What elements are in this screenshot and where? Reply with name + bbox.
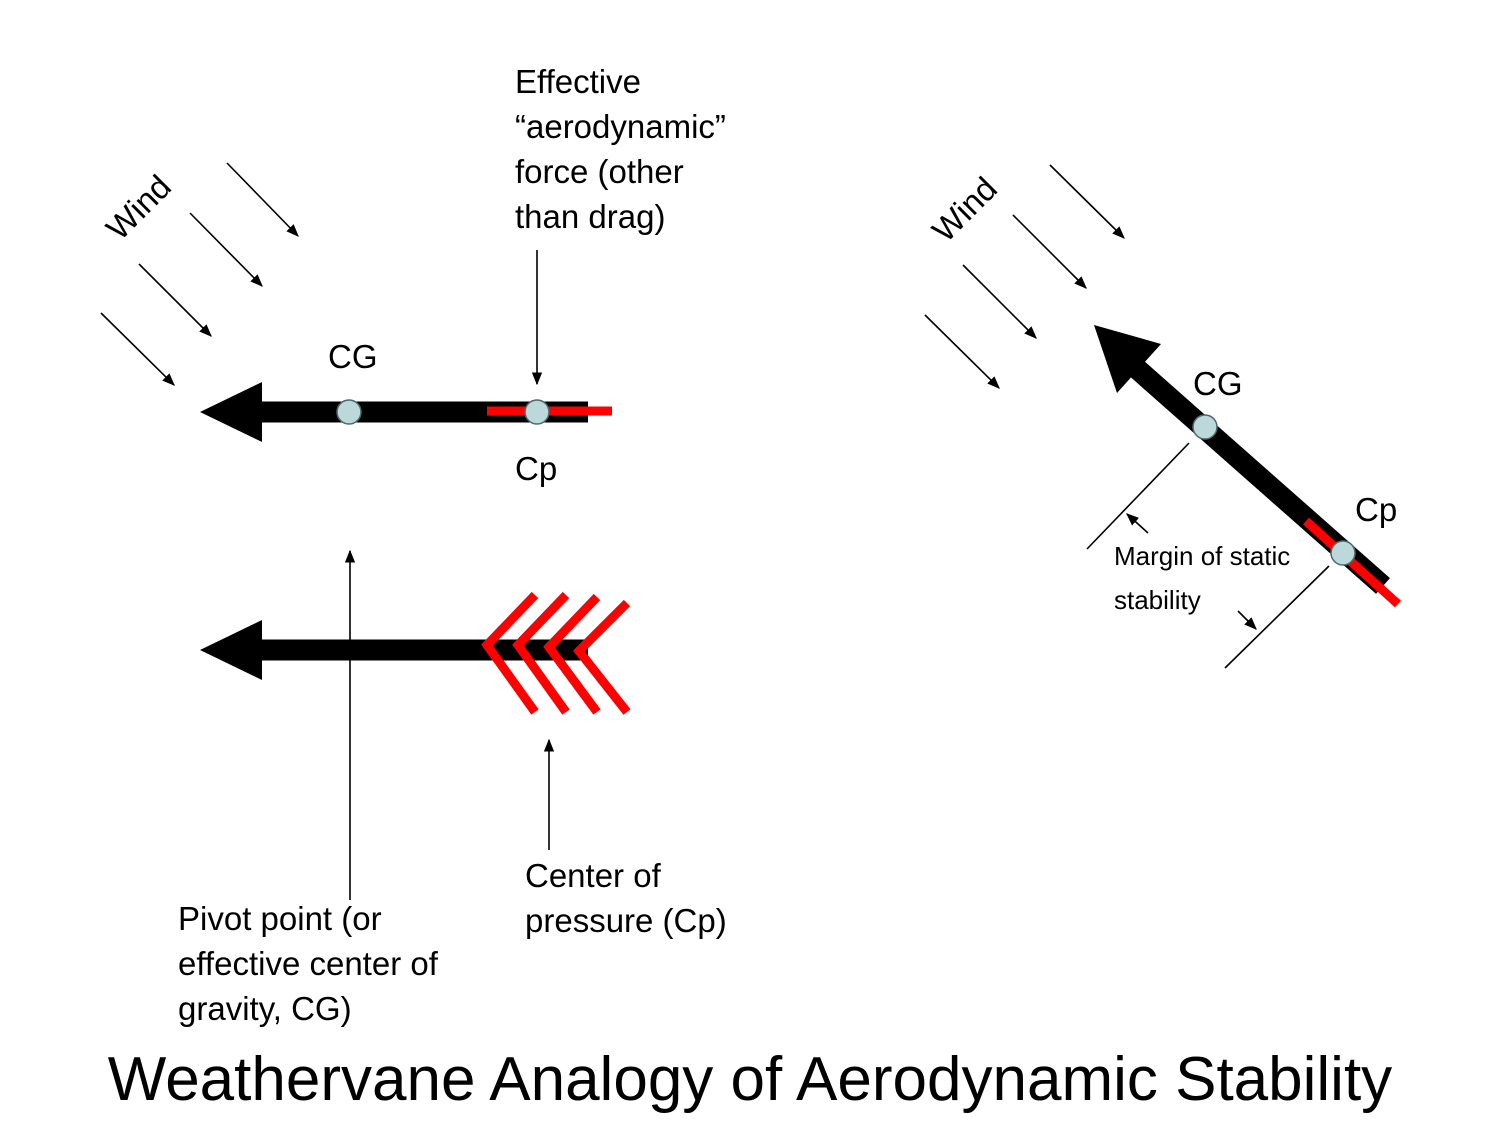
panel-left-bottom: Pivot point (or effective center of grav… [178, 549, 727, 1027]
vane-arrowhead [1094, 325, 1161, 393]
wind-arrows-left [100, 162, 299, 386]
cg-point [336, 399, 362, 425]
stability-margin-indicator [1086, 442, 1330, 669]
cg-point [1192, 414, 1218, 440]
cp-point [1330, 540, 1356, 566]
cp-label-right: Cp [1355, 491, 1397, 528]
wind-label-right: Wind [925, 170, 1004, 249]
cp-point [524, 399, 550, 425]
panel-left-top: Wind CG Cp Effective “aerodynamic” force… [99, 63, 735, 487]
wind-arrows-right [924, 164, 1125, 389]
cp-label: Cp [515, 450, 557, 487]
force-label: Effective “aerodynamic” force (other tha… [515, 63, 735, 235]
pivot-label: Pivot point (or effective center of grav… [178, 900, 447, 1027]
tail-feathers [481, 591, 631, 715]
diagram-title: Weathervane Analogy of Aerodynamic Stabi… [108, 1045, 1392, 1114]
vane-arrowhead [200, 620, 262, 680]
panel-right: Wind CG Cp Margin of static stability [924, 164, 1402, 669]
weathervane-top-left [200, 382, 612, 442]
margin-label: Margin of static stability [1114, 541, 1298, 615]
weathervane-rotated [1094, 325, 1402, 608]
weathervane-bottom [200, 591, 631, 715]
vane-tail [1302, 517, 1402, 608]
vane-arrowhead [200, 382, 262, 442]
cg-label-right: CG [1193, 365, 1243, 402]
wind-label-left: Wind [99, 168, 178, 247]
center-of-pressure-label: Center of pressure (Cp) [525, 857, 727, 939]
cg-label: CG [328, 338, 378, 375]
